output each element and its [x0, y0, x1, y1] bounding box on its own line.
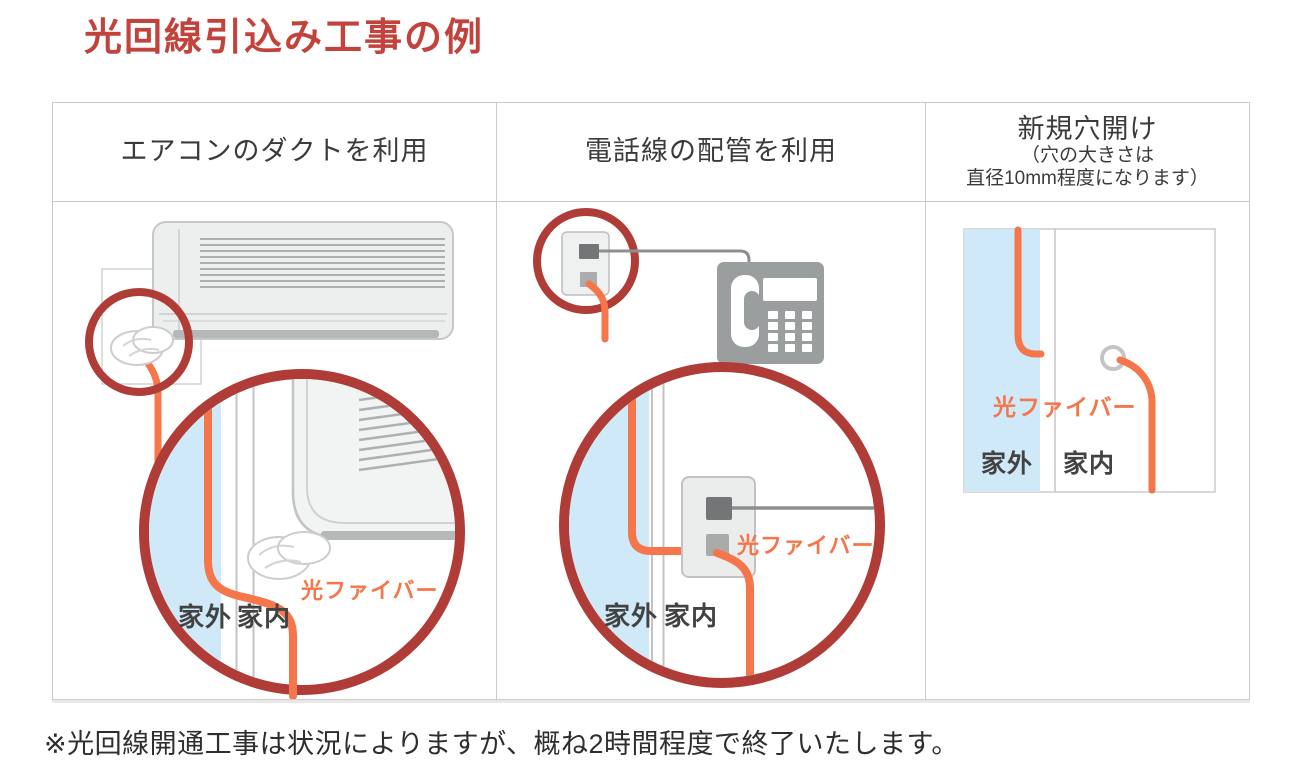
panel-aircon-duct: エアコンのダクトを利用	[53, 103, 496, 699]
new-hole-diagram	[963, 226, 1216, 494]
wall-plate-icon	[561, 231, 610, 296]
highlight-circle-small	[533, 208, 639, 314]
fiber-cable-zoomed	[713, 549, 754, 678]
aircon-icon	[152, 221, 454, 340]
footnote: ※光回線開通工事は状況によりますが、概ね2時間程度で終了いたします。	[44, 729, 959, 759]
fiber-cable-zoomed-behind	[628, 372, 701, 555]
panel-header-aircon-text: エアコンのダクトを利用	[120, 136, 429, 167]
panel-phone-illustration: 家外 家内 光ファイバー	[497, 202, 925, 699]
panel-header-note-line2: 直径10mm程度になります）	[966, 167, 1209, 189]
aircon-duct-diagram	[85, 221, 465, 699]
highlight-circle-small	[85, 288, 193, 396]
phone-cord	[599, 249, 751, 264]
panel-header-phone-text: 電話線の配管を利用	[585, 136, 837, 167]
label-outside: 家外	[981, 450, 1034, 478]
phone-icon	[717, 262, 824, 364]
panel-header-aircon: エアコンのダクトを利用	[53, 103, 496, 202]
panel-phone-conduit: 電話線の配管を利用	[496, 103, 925, 699]
panel-new-hole-illustration: 光ファイバー 家外 家内	[926, 202, 1249, 699]
page-title: 光回線引込み工事の例	[84, 17, 485, 59]
label-fiber: 光ファイバー	[301, 578, 439, 603]
panel-new-hole: 新規穴開け （穴の大きさは 直径10mm程度になります） 光ファイバー 家外 家…	[925, 103, 1249, 699]
panel-header-new-hole: 新規穴開け （穴の大きさは 直径10mm程度になります）	[926, 103, 1249, 202]
outside-area	[964, 229, 1040, 492]
label-fiber: 光ファイバー	[993, 394, 1137, 420]
label-outside: 家外	[178, 602, 233, 632]
label-outside: 家外	[604, 601, 659, 631]
label-inside: 家内	[237, 602, 292, 632]
panel-header-new-hole-text: 新規穴開け	[1017, 113, 1158, 144]
fiber-cable-outside	[1014, 226, 1045, 358]
label-inside: 家内	[1063, 450, 1116, 478]
putty-small	[110, 326, 174, 366]
wall-plate-zoomed	[681, 476, 756, 578]
label-inside: 家内	[664, 601, 719, 631]
panel-aircon-illustration: 家外 家内 光ファイバー	[53, 202, 496, 699]
fiber-cable-small	[143, 358, 162, 474]
panel-header-phone: 電話線の配管を利用	[497, 103, 925, 202]
installation-methods-table: エアコンのダクトを利用	[52, 102, 1250, 700]
putty-zoomed	[247, 531, 331, 580]
label-fiber: 光ファイバー	[737, 533, 875, 558]
fiber-cable-inside	[1116, 356, 1156, 494]
phone-conduit-diagram	[533, 208, 885, 688]
panel-header-note-line1: （穴の大きさは	[1020, 144, 1154, 166]
phone-port	[579, 244, 599, 259]
fiber-cable-small	[585, 280, 609, 343]
fiber-cable-zoomed	[204, 379, 297, 685]
